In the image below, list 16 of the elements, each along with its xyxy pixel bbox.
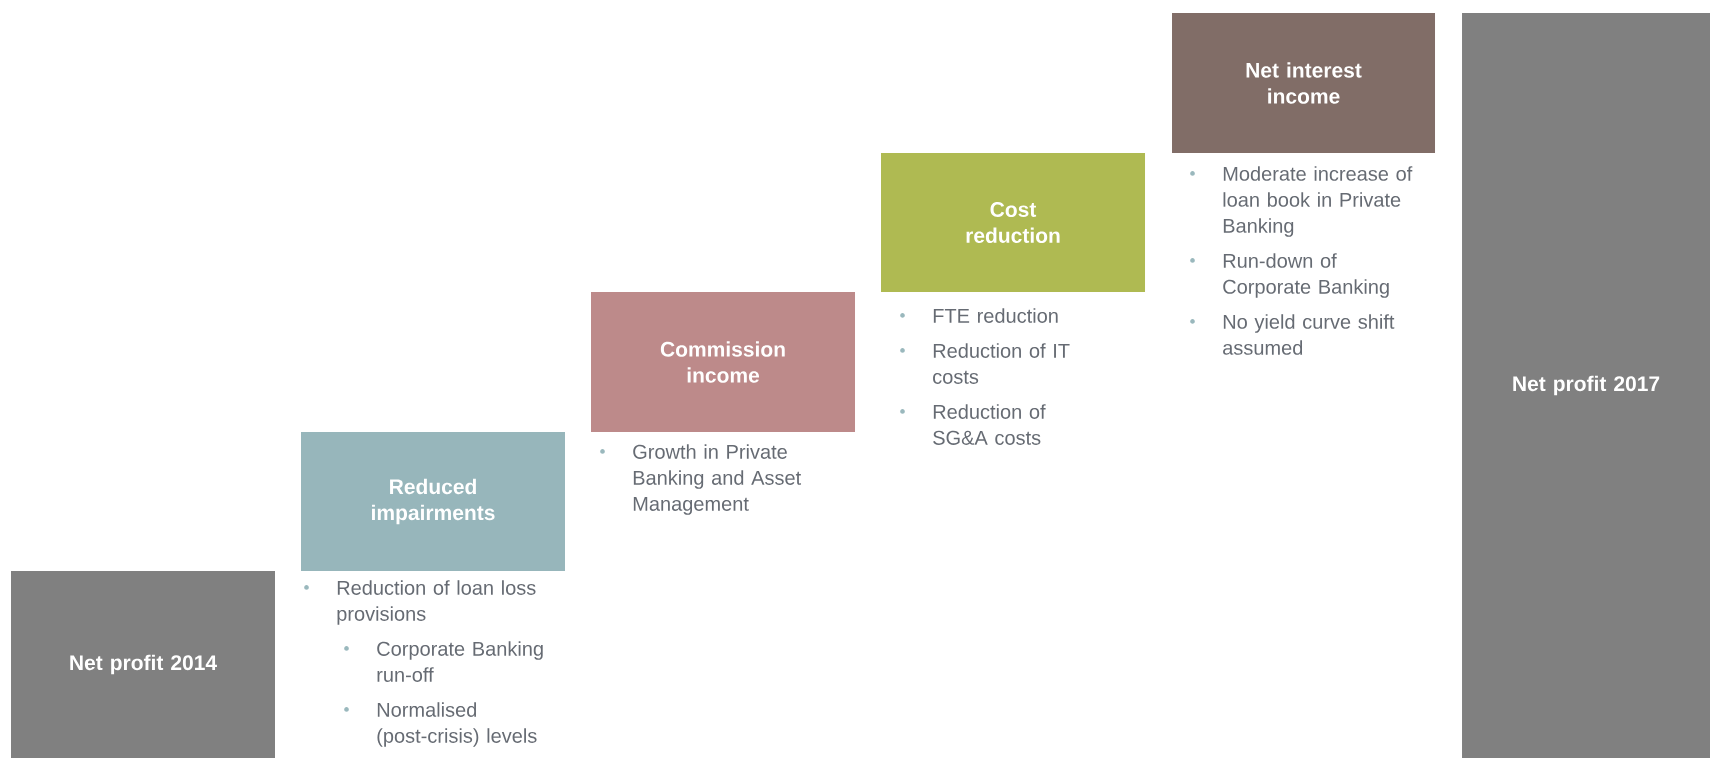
bullet-item: Run-down of Corporate Banking [1190, 253, 1389, 298]
step-box: Net profit 2017 [1462, 13, 1710, 758]
bullet-item: Growth in Private Banking and Asset Management [600, 444, 801, 515]
step-box: Net profit 2014 [11, 571, 275, 758]
bullet-item: Corporate Banking run-off [344, 641, 543, 682]
bullet-item: Reduction of IT costs [900, 343, 1070, 384]
step-box: Reduced impairments [301, 432, 565, 571]
step-box: Cost reduction [881, 153, 1145, 292]
bullet-item: Reduction of loan loss provisions [304, 580, 536, 625]
step-box: Net interest income [1172, 13, 1435, 153]
bullet-item: FTE reduction [900, 308, 1058, 323]
bullet-item: Normalised (post-crisis) levels [344, 702, 537, 747]
bullet-item: Reduction of SG&A costs [900, 404, 1046, 445]
bullet-item: No yield curve shift assumed [1190, 314, 1395, 355]
bullet-item: Moderate increase of loan book in Private Banking [1190, 166, 1413, 237]
step-box: Commission income [591, 292, 855, 432]
